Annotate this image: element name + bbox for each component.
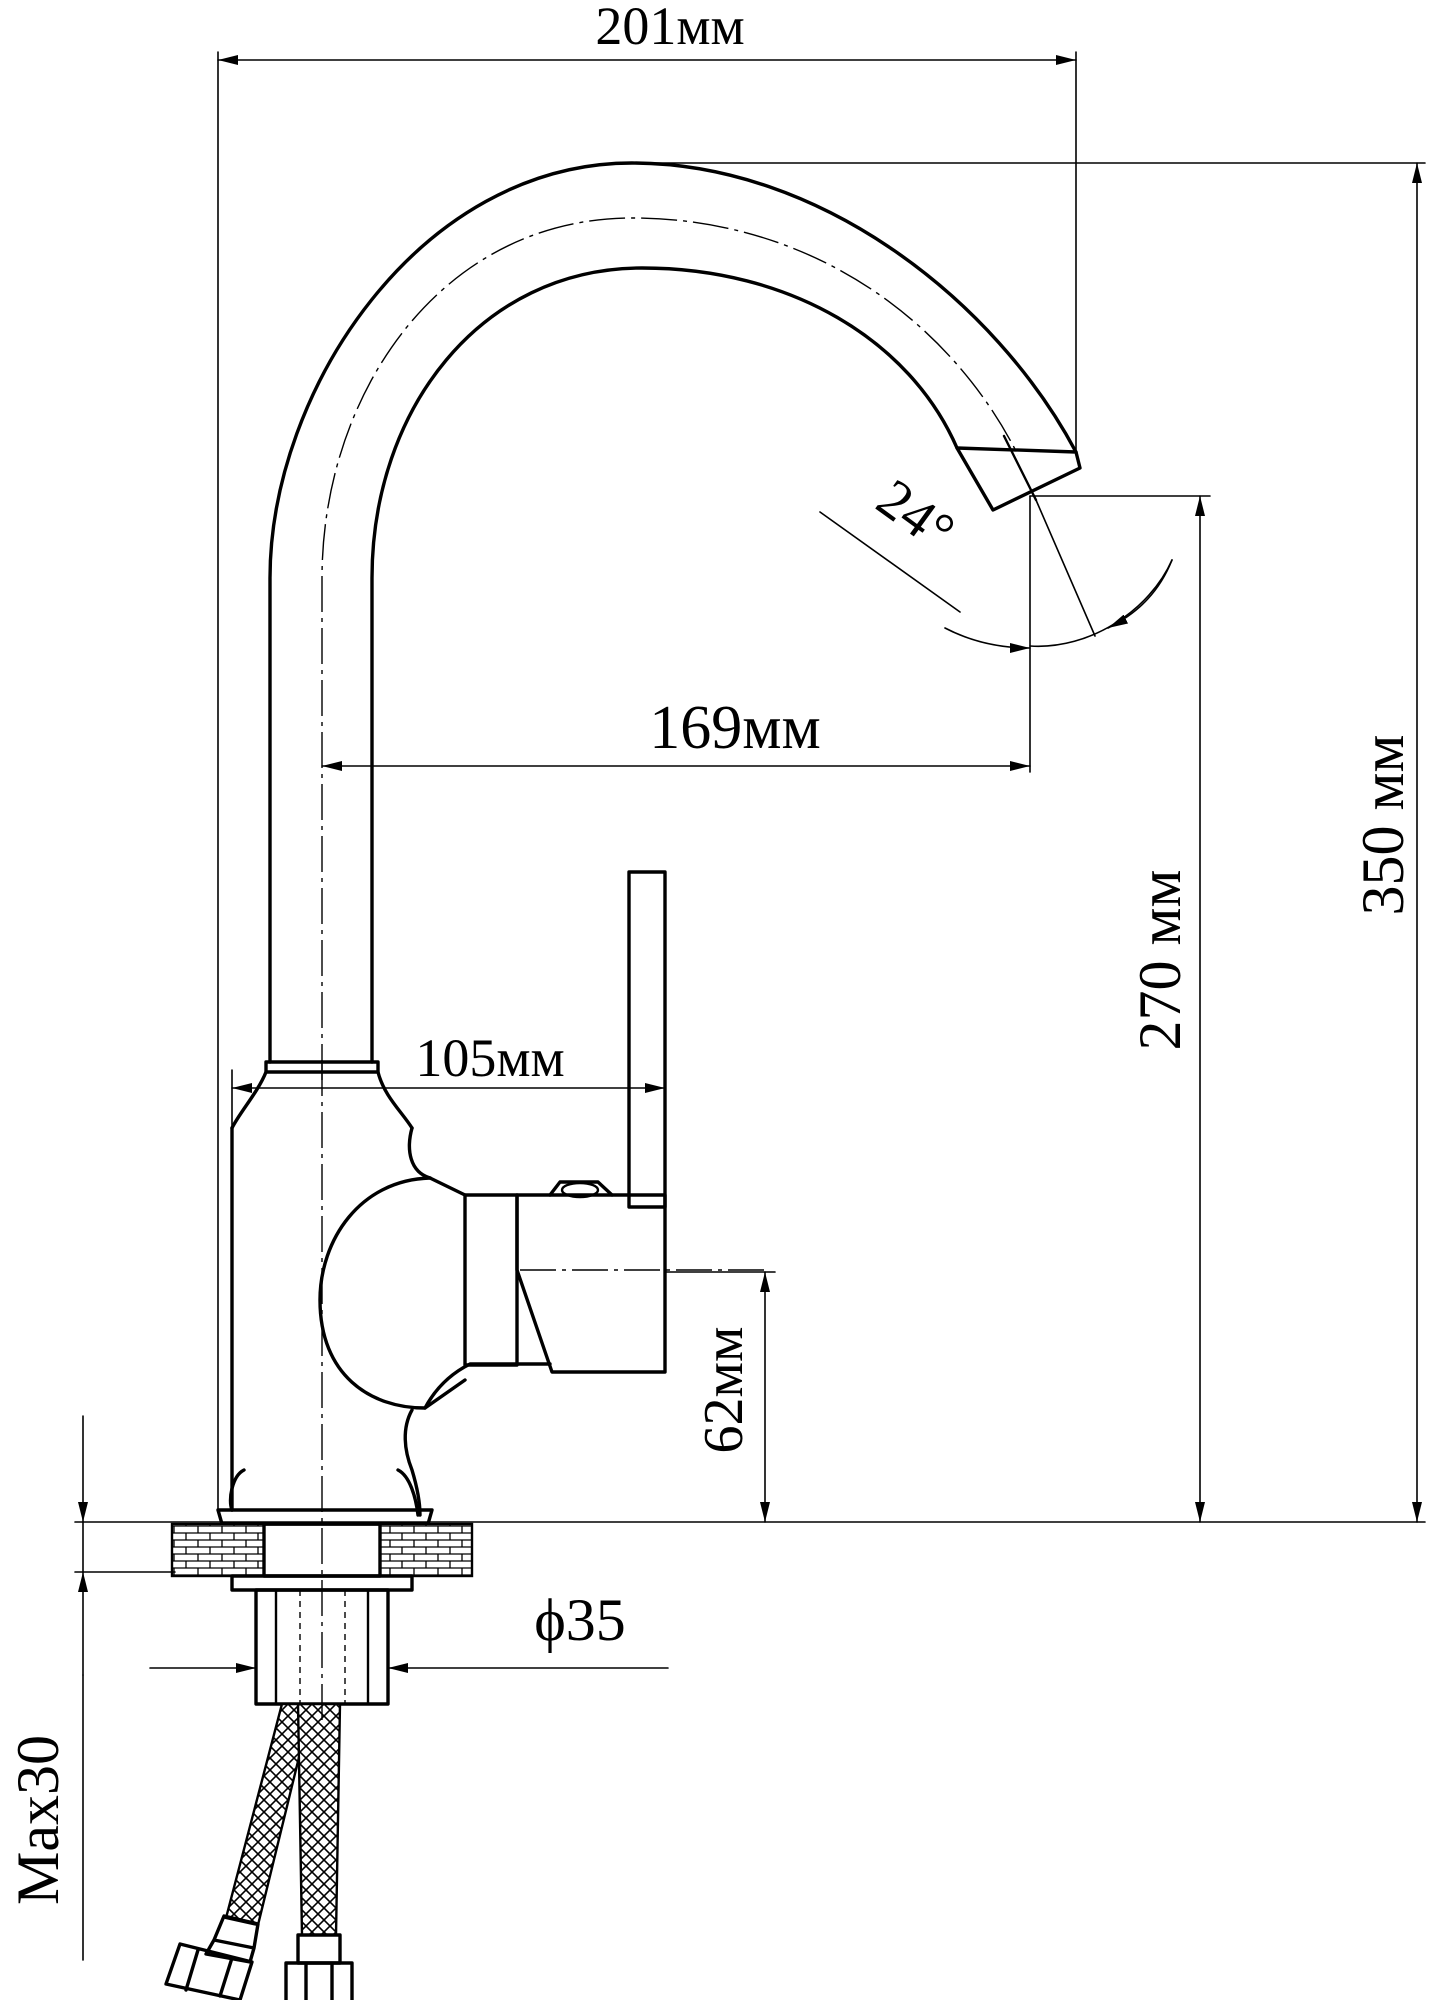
lever-handle xyxy=(627,870,667,1209)
handle-block-left xyxy=(463,1193,519,1367)
hose-ferrule-left xyxy=(204,1914,260,1964)
handle-base xyxy=(428,1176,614,1197)
handle-block xyxy=(515,1193,667,1374)
faucet-body xyxy=(230,1126,432,1512)
dim-handle-height: 62мм xyxy=(693,1327,755,1454)
dim-top-width: 201мм xyxy=(595,0,744,56)
spout-centerline xyxy=(321,217,1019,1080)
countertop-left xyxy=(170,1522,266,1578)
countertop-right xyxy=(378,1522,474,1578)
hose-ferrule-right xyxy=(296,1933,342,1965)
spout-outer-contour xyxy=(268,161,1078,1064)
cartridge-housing xyxy=(318,1176,467,1410)
hose-nut-left xyxy=(164,1942,254,2000)
dimension-labels: 201мм 169мм 105мм 270 мм 350 мм 62мм ϕ35… xyxy=(5,0,1416,1905)
dim-reach: 169мм xyxy=(649,694,820,762)
spout-inner-contour xyxy=(370,266,959,1064)
dim-height-total: 350 мм xyxy=(1350,735,1416,916)
dim-angle: 24° xyxy=(866,467,966,563)
body-neck xyxy=(230,1070,414,1130)
hose-right xyxy=(296,1702,342,1937)
handle-screw xyxy=(560,1181,600,1199)
dim-max-countertop: Max30 xyxy=(5,1735,71,1905)
spout-tip xyxy=(955,446,1082,512)
dimension-lines xyxy=(74,51,1426,1961)
dim-handle-offset: 105мм xyxy=(415,1028,564,1088)
dim-height-spout: 270 мм xyxy=(1127,870,1193,1051)
dim-thread-diameter: ϕ35 xyxy=(534,1587,626,1653)
hose-nut-right xyxy=(284,1961,354,2000)
faucet-outline xyxy=(164,161,1082,2000)
